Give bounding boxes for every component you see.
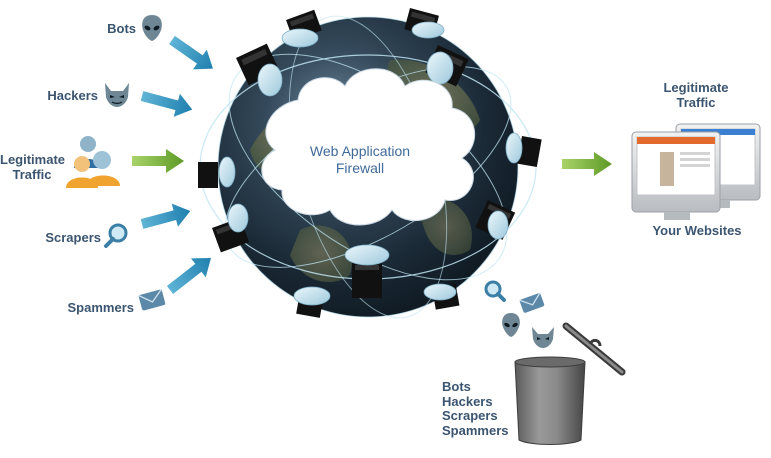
trash-can-icon (514, 322, 626, 445)
alien-icon (142, 15, 162, 41)
firewall-label-line1: Web Application (309, 143, 411, 159)
arrow-legit-out (562, 152, 612, 176)
source-label-scrapers: Scrapers (45, 230, 101, 245)
filtered-icons (484, 280, 554, 348)
destination-top-line2: Traffic (676, 95, 716, 110)
arrow-spammers (166, 257, 211, 294)
legit-line1: Legitimate (0, 152, 66, 167)
arrow-scrapers (140, 203, 191, 229)
users-icon (66, 136, 120, 188)
incoming-arrows (132, 35, 213, 294)
trash-item: Spammers (442, 422, 509, 438)
destination-top-line1: Legitimate (663, 80, 729, 95)
devil-icon (105, 83, 129, 107)
source-label-spammers: Spammers (67, 300, 134, 315)
firewall-label: Web Application Firewall (290, 143, 430, 177)
destination-bottom-label: Your Websites (652, 223, 742, 238)
magnifier-icon (484, 280, 506, 302)
legit-line2: Traffic (12, 167, 52, 182)
destination-top-label: Legitimate Traffic (654, 80, 738, 110)
source-label-bots: Bots (107, 21, 136, 36)
firewall-cloud (261, 68, 476, 226)
devil-icon (532, 327, 554, 348)
envelope-icon (519, 292, 545, 313)
trash-item: Scrapers (442, 408, 498, 423)
trash-item: Bots (442, 379, 471, 394)
firewall-label-line2: Firewall (335, 160, 385, 176)
website-monitors (631, 123, 761, 220)
source-label-legitimate-traffic: Legitimate Traffic (0, 152, 66, 182)
monitor-front (631, 131, 721, 220)
alien-icon (502, 313, 520, 337)
magnifier-icon (104, 223, 128, 248)
server-nodes (198, 8, 542, 318)
source-label-hackers: Hackers (47, 88, 98, 103)
trash-item: Hackers (442, 393, 493, 409)
arrow-bots (169, 35, 213, 70)
arrow-hackers (140, 91, 193, 117)
trash-list: Bots Hackers Scrapers Spammers (442, 379, 509, 438)
envelope-icon (138, 288, 166, 311)
arrow-legit-in (132, 149, 184, 173)
